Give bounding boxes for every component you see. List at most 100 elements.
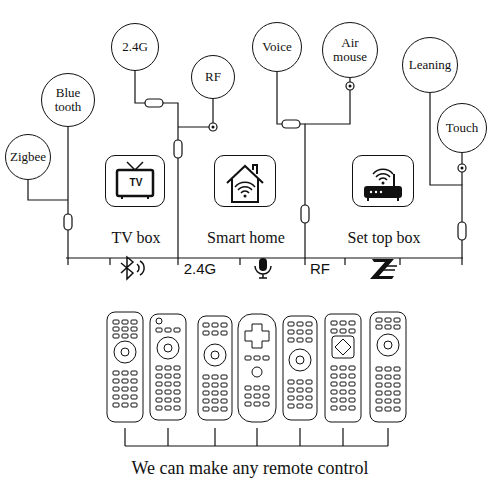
feature-circle: Blue tooth [41, 73, 95, 127]
protocol-label: RF [310, 260, 330, 277]
remote-6-part [335, 339, 351, 355]
feature-circle: Touch [437, 103, 487, 153]
remote-3-part [203, 375, 227, 379]
feature-circle: RF [191, 55, 235, 99]
remote-3-part [203, 331, 227, 335]
remote-4-part [238, 314, 276, 422]
house-icon-part [235, 182, 255, 193]
bracket [125, 428, 388, 446]
connector-dots-part [461, 167, 464, 170]
remote-6-part [331, 406, 355, 410]
remote-1-part [113, 379, 137, 383]
remote-1-part [113, 395, 137, 399]
remote-4-part [245, 324, 269, 348]
remote-3-part [198, 316, 232, 420]
remote-1-part [113, 327, 137, 331]
remote-2-part [156, 382, 180, 386]
connector-dots [212, 85, 464, 170]
remote-3-part [203, 323, 227, 327]
feature-circle: 2.4G [111, 23, 159, 71]
remote-6-part [331, 366, 355, 370]
device-label: TV box [66, 229, 206, 247]
remote-6-part [331, 382, 355, 386]
remote-2-part [156, 318, 162, 324]
bluetooth-symbol-part [137, 261, 144, 275]
zigbee-logo-part [370, 259, 394, 279]
leader-lines-part [28, 180, 68, 200]
feature-circle: Voice [252, 22, 302, 72]
remote-5-part [288, 388, 312, 392]
leader-lines-part [178, 99, 213, 127]
remote-2-part [156, 374, 180, 378]
remote-2 [150, 314, 186, 420]
router-icon-part [393, 174, 395, 186]
connector-pills-part [282, 120, 300, 128]
caption: We can make any remote control [132, 458, 369, 479]
device-label: Smart home [175, 229, 317, 247]
mic-symbol-part [259, 258, 267, 271]
bracket-part [125, 428, 388, 446]
remote-7-part [376, 367, 400, 371]
remote-7-part [370, 312, 406, 422]
house-icon [227, 165, 263, 202]
remote-3-part [203, 399, 227, 403]
screen-text: TV [106, 177, 166, 188]
icon-box: Smart home [214, 155, 276, 207]
remote-3 [198, 316, 232, 420]
bluetooth-symbol [121, 257, 144, 279]
remote-1 [107, 312, 143, 422]
remote-1-part [107, 312, 143, 422]
remote-5-part [289, 349, 311, 371]
remote-2-part [157, 337, 179, 359]
remote-3-part [203, 391, 227, 395]
remote-6-part [331, 374, 355, 378]
remote-6-part [332, 336, 354, 358]
remote-1-part [113, 403, 137, 407]
remote-7-part [376, 375, 400, 379]
remote-7-part [376, 383, 400, 387]
feature-label: Voice [262, 40, 291, 54]
feature-label: Air mouse [330, 36, 370, 63]
bluetooth-symbol-part [121, 257, 133, 279]
feature-label: Blue tooth [48, 86, 88, 113]
tv-icon-part [122, 196, 148, 199]
remote-6 [325, 314, 361, 422]
house-icon-part [244, 195, 247, 198]
remote-6-part [331, 390, 355, 394]
remote-2-part [156, 398, 180, 402]
router-icon-part [370, 191, 372, 193]
remote-7-part [376, 325, 400, 329]
remote-4-part [245, 402, 269, 406]
device-label: Set top box [313, 229, 455, 247]
mic-symbol-part [255, 266, 271, 278]
remote-3-part [203, 407, 227, 411]
feature-label: Leaning [409, 58, 452, 72]
remote-2-part [150, 314, 186, 420]
router-icon [364, 169, 402, 201]
connector-pills-part [209, 123, 217, 131]
remote-1-part [113, 371, 137, 375]
connector-pills-part [346, 82, 354, 90]
remote-5-part [288, 396, 312, 400]
connector-dots-part [349, 85, 352, 88]
remote-6-part [325, 314, 361, 422]
router-icon-part [373, 169, 393, 180]
tv-icon-part [127, 162, 143, 170]
router-icon-part [382, 182, 385, 185]
feature-label: RF [205, 70, 221, 84]
remote-7-part [376, 391, 400, 395]
remote-7-part [376, 407, 400, 411]
feature-label: Zigbee [10, 150, 46, 164]
remote-1-part [113, 320, 137, 324]
remote-5 [283, 316, 317, 420]
leader-lines-part [67, 127, 68, 258]
remote-1-part [113, 387, 137, 391]
remote-7-part [376, 318, 400, 322]
remote-4-part [245, 394, 269, 398]
router-icon-part [375, 191, 377, 193]
bracket-part [125, 445, 388, 446]
icon-box: TVTV box [105, 155, 165, 207]
feature-circle: Zigbee [5, 134, 51, 180]
remote-4-part [252, 367, 262, 377]
feature-circle: Leaning [402, 37, 458, 93]
